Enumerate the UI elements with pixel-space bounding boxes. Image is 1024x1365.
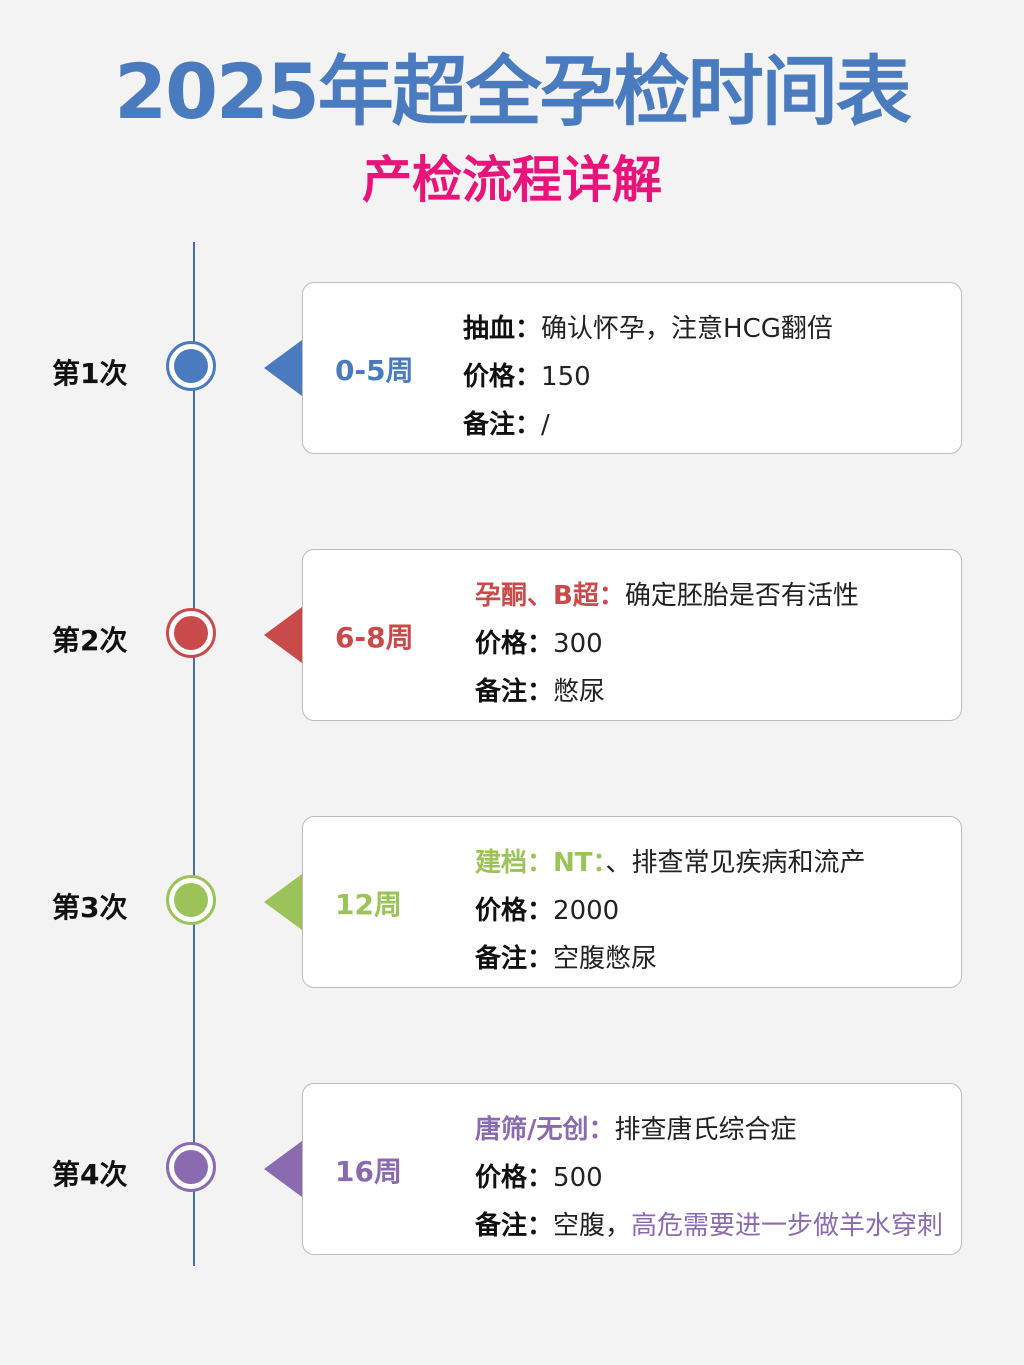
visit-label: 第4次 [52,1158,128,1191]
visit-label: 第1次 [52,357,128,390]
note-label: 备注 [475,677,528,707]
item-name: 抽血 [463,314,516,344]
timeline-entry: 第3次 12周 建档：NT：、排查常见疾病和流产 价格：2000 备注：空腹憋尿 [0,816,1024,990]
visit-card: 6-8周 孕酮、B超：确定胚胎是否有活性 价格：300 备注：憋尿 [302,549,962,721]
timeline-dot-icon [166,875,216,925]
price-line: 价格：500 [475,1163,603,1193]
timeline-dot-icon [166,341,216,391]
note-value: 憋尿 [553,677,606,707]
page-subtitle: 产检流程详解 [362,151,662,209]
note-line: 备注：空腹憋尿 [475,944,658,974]
item-desc: 确定胚胎是否有活性 [624,581,859,611]
visit-weeks: 12周 [335,888,402,921]
visit-card: 0-5周 抽血：确认怀孕，注意HCG翻倍 价格：150 备注：/ [302,282,962,454]
timeline-dot-icon [166,608,216,658]
item-name: 孕酮、B超 [475,581,599,611]
price-line: 价格：300 [475,629,603,659]
item-desc: 、排查常见疾病和流产 [605,848,866,878]
note-extra: 高危需要进一步做羊水穿刺 [631,1211,944,1241]
price-line: 价格：2000 [475,896,620,926]
visit-card: 16周 唐筛/无创：排查唐氏综合症 价格：500 备注：空腹，高危需要进一步做羊… [302,1083,962,1255]
item-name: 唐筛/无创 [475,1115,589,1145]
note-label: 备注 [475,1211,528,1241]
note-line: 备注：/ [463,410,550,440]
visit-weeks: 0-5周 [335,354,414,387]
item-desc: 排查唐氏综合症 [614,1115,797,1145]
visit-label: 第3次 [52,891,128,924]
price-line: 价格：150 [463,362,591,392]
timeline-entry: 第2次 6-8周 孕酮、B超：确定胚胎是否有活性 价格：300 备注：憋尿 [0,549,1024,723]
timeline-line [193,242,195,1266]
note-line: 备注：憋尿 [475,677,606,707]
note-label: 备注 [463,410,516,440]
note-value: 空腹憋尿 [553,944,658,974]
item-line: 建档：NT：、排查常见疾病和流产 [475,848,866,878]
page-title: 2025年超全孕检时间表 [114,47,912,136]
visit-card: 12周 建档：NT：、排查常见疾病和流产 价格：2000 备注：空腹憋尿 [302,816,962,988]
note-value: / [541,410,550,440]
pointer-arrow-icon [264,607,302,663]
note-label: 备注 [475,944,528,974]
note-line: 备注：空腹，高危需要进一步做羊水穿刺 [475,1211,944,1241]
item-name: 建档：NT [475,848,593,878]
item-desc: 确认怀孕，注意HCG翻倍 [541,314,833,344]
visit-label: 第2次 [52,624,128,657]
visit-weeks: 6-8周 [335,621,414,654]
pointer-arrow-icon [264,340,302,396]
price-label: 价格 [475,896,528,926]
price-value: 2000 [553,896,620,926]
note-value: 空腹， [553,1211,632,1241]
timeline-entry: 第1次 0-5周 抽血：确认怀孕，注意HCG翻倍 价格：150 备注：/ [0,282,1024,456]
visit-weeks: 16周 [335,1155,402,1188]
timeline-entry: 第4次 16周 唐筛/无创：排查唐氏综合症 价格：500 备注：空腹，高危需要进… [0,1083,1024,1257]
price-label: 价格 [463,362,516,392]
item-line: 抽血：确认怀孕，注意HCG翻倍 [463,314,833,344]
price-value: 300 [553,629,603,659]
timeline-dot-icon [166,1142,216,1192]
price-label: 价格 [475,629,528,659]
item-line: 唐筛/无创：排查唐氏综合症 [475,1115,797,1145]
price-value: 150 [541,362,591,392]
price-value: 500 [553,1163,603,1193]
pointer-arrow-icon [264,874,302,930]
price-label: 价格 [475,1163,528,1193]
pointer-arrow-icon [264,1141,302,1197]
item-line: 孕酮、B超：确定胚胎是否有活性 [475,581,859,611]
